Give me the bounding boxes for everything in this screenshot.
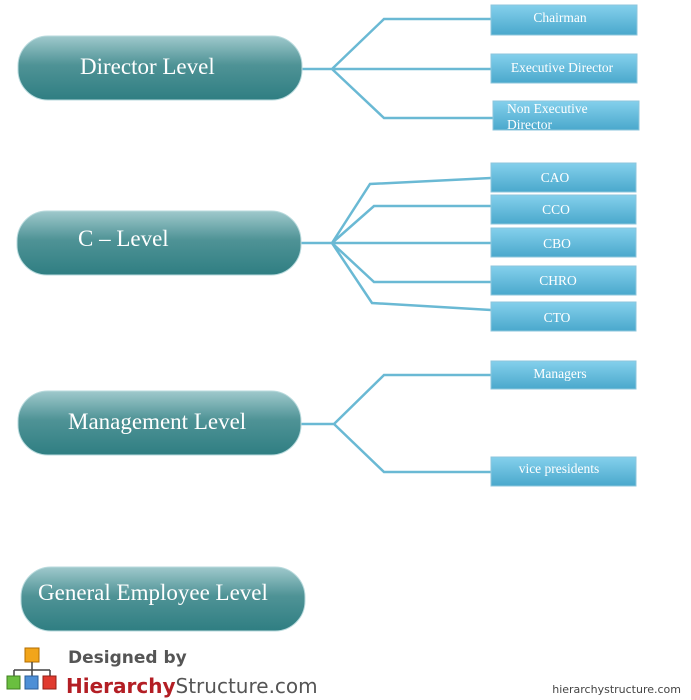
node-non-executive-director-line2: Director <box>507 117 552 132</box>
svg-text:CCO: CCO <box>542 202 570 217</box>
node-chairman: Chairman <box>490 4 638 36</box>
level-c: C – Level CAO CCO CBO CHRO CTO <box>16 162 637 332</box>
level-management-label: Management Level <box>68 409 246 434</box>
svg-text:CTO: CTO <box>544 310 571 325</box>
level-management-box <box>17 390 302 456</box>
connector-management <box>301 373 491 474</box>
svg-text:CHRO: CHRO <box>539 273 577 288</box>
node-cto: CTO <box>490 301 637 332</box>
node-executive-director: Executive Director <box>490 53 638 84</box>
level-general-employee-label: General Employee Level <box>38 580 268 605</box>
level-director: Director Level Chairman Executive Direct… <box>17 4 640 132</box>
level-c-box <box>16 210 302 276</box>
brand-part-hierarchy: Hierarchy <box>66 674 176 698</box>
node-chro: CHRO <box>490 265 637 296</box>
brand-part-dotcom: .com <box>268 674 318 698</box>
level-management: Management Level Managers vice president… <box>17 360 637 487</box>
brand-name: HierarchyStructure.com <box>66 674 318 698</box>
node-cco: CCO <box>490 194 637 225</box>
node-managers: Managers <box>490 360 637 390</box>
connector-c-level <box>300 176 492 312</box>
connector-director <box>302 17 493 120</box>
node-non-executive-director: Non Executive Director <box>492 100 640 132</box>
level-general-employee: General Employee Level <box>20 566 306 632</box>
org-chart-logo-icon <box>6 647 57 690</box>
svg-text:Chairman: Chairman <box>533 10 586 25</box>
svg-text:CAO: CAO <box>541 170 570 185</box>
node-vice-presidents: vice presidents <box>490 456 637 487</box>
svg-text:vice presidents: vice presidents <box>519 461 600 476</box>
level-director-box <box>17 35 303 101</box>
node-cao: CAO <box>490 162 637 193</box>
designed-by-text: Designed by <box>68 648 187 668</box>
node-cbo: CBO <box>490 227 637 258</box>
level-director-label: Director Level <box>80 54 215 79</box>
level-general-employee-box <box>20 566 306 632</box>
site-url: hierarchystructure.com <box>552 683 681 696</box>
svg-text:CBO: CBO <box>543 236 571 251</box>
node-non-executive-director-line1: Non Executive <box>507 101 588 116</box>
level-c-label: C – Level <box>78 226 169 251</box>
svg-text:Executive Director: Executive Director <box>511 60 614 75</box>
svg-text:Managers: Managers <box>533 366 586 381</box>
brand-part-structure: Structure <box>175 674 269 698</box>
